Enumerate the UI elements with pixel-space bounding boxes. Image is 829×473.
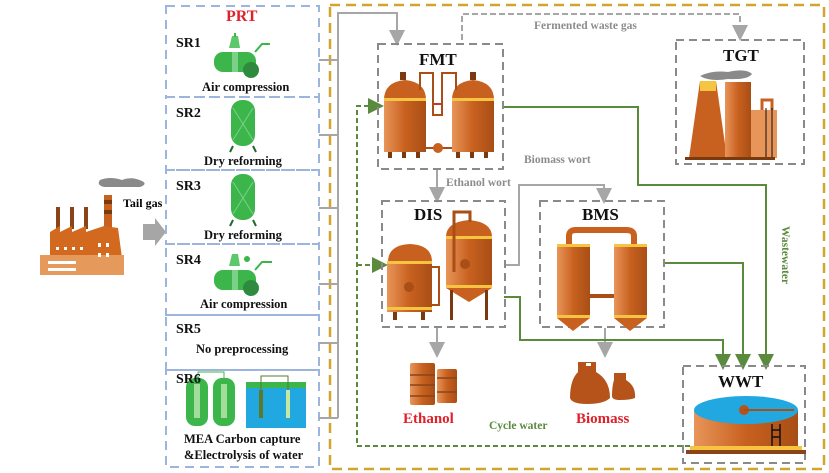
tail-gas-treatment-plant-icon <box>685 70 777 160</box>
sr5-desc: No preprocessing <box>196 342 289 356</box>
dis-box <box>381 200 506 328</box>
sr6-desc-line2: &Electrolysis of water <box>184 448 304 462</box>
reformer-tank-icon <box>229 174 257 227</box>
tgt-box <box>675 39 805 165</box>
biomass-wort-label: Biomass wort <box>524 154 591 166</box>
carbon-capture-electrolysis-icon <box>186 371 306 428</box>
fmt-box <box>377 43 504 170</box>
wwt-box <box>682 365 806 464</box>
sr3-desc: Dry reforming <box>204 228 282 242</box>
sr6-desc-line1: MEA Carbon capture <box>184 432 301 446</box>
air-compressor-icon <box>214 254 272 296</box>
cycle-water-label: Cycle water <box>489 420 548 432</box>
sr2-desc: Dry reforming <box>204 154 282 168</box>
wwt-title: WWT <box>718 372 764 391</box>
factory-icon <box>40 178 145 275</box>
fermented-waste-gas-label: Fermented waste gas <box>534 20 637 32</box>
sr6-id: SR6 <box>176 372 201 387</box>
ethanol-wort-label: Ethanol wort <box>446 177 511 189</box>
sr5-id: SR5 <box>176 322 201 337</box>
wastewater-label: Wastewater <box>779 226 791 285</box>
tail-gas-label: Tail gas <box>123 196 163 210</box>
biomass-product-label: Biomass <box>576 411 630 427</box>
sr1-desc: Air compression <box>202 80 290 94</box>
air-compressor-icon <box>214 33 270 78</box>
sr3-id: SR3 <box>176 179 201 194</box>
feed-arrow-icon <box>143 218 166 246</box>
tgt-title: TGT <box>723 46 759 65</box>
fmt-title: FMT <box>419 50 457 69</box>
wastewater-tank-icon <box>686 396 806 454</box>
dis-title: DIS <box>414 205 443 224</box>
biomass-sacks-icon <box>570 362 636 404</box>
ethanol-product-label: Ethanol <box>403 411 454 427</box>
sr1-id: SR1 <box>176 36 201 51</box>
fermenter-tanks-icon <box>384 72 494 158</box>
sr4-id: SR4 <box>176 253 201 268</box>
sr2-id: SR2 <box>176 106 201 121</box>
bms-box <box>539 200 665 328</box>
distillation-tanks-icon <box>387 210 492 320</box>
prt-title: PRT <box>226 8 258 25</box>
bms-title: BMS <box>582 205 619 224</box>
system-boundary <box>328 3 826 471</box>
sr4-desc: Air compression <box>200 297 288 311</box>
ethanol-kegs-icon <box>410 363 457 405</box>
reformer-tank-icon <box>229 100 257 153</box>
biomass-separator-icon <box>557 227 647 331</box>
